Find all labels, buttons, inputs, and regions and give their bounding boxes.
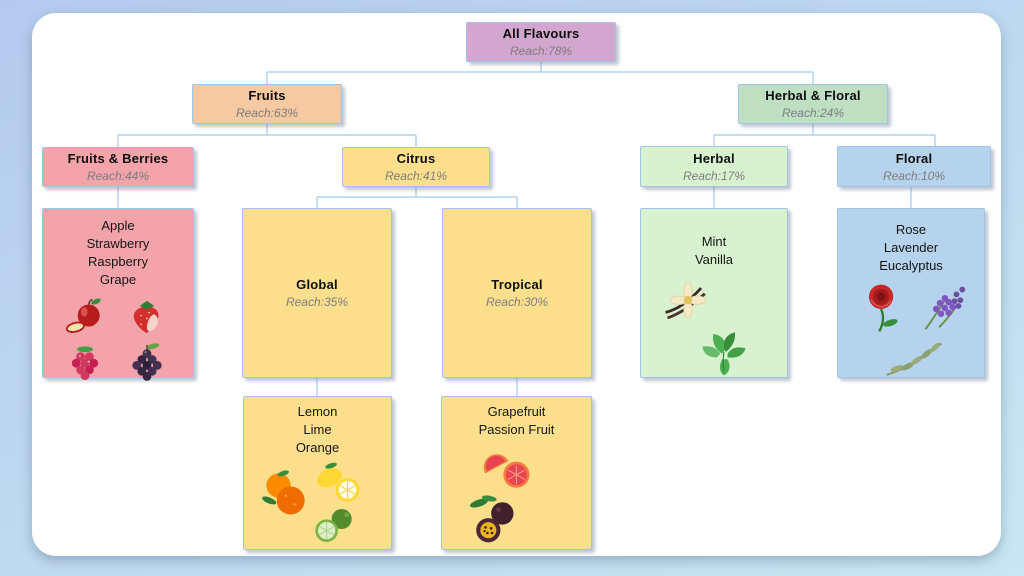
tropical-icon-cluster (442, 443, 591, 549)
node-fruits-berries: Fruits & Berries Reach:44% (42, 147, 194, 187)
orange-icon (262, 470, 305, 515)
rose-icon (868, 284, 898, 332)
node-global-title: Global (296, 277, 338, 292)
node-citrus: Citrus Reach:41% (342, 147, 490, 187)
node-floral: Floral Reach:10% (837, 146, 991, 187)
node-tropical: Tropical Reach:30% (442, 208, 592, 378)
leaf-item: Lemon (297, 404, 338, 419)
node-fruits-berries-reach: Reach:44% (86, 169, 150, 183)
node-herbal-floral-title: Herbal & Floral (765, 88, 861, 103)
leaf-herbal: Mint Vanilla (640, 208, 788, 378)
raspberry-icon (71, 346, 99, 381)
strawberry-icon (133, 300, 159, 334)
leaf-item: Strawberry (86, 236, 150, 251)
grapefruit-icon (483, 454, 530, 488)
node-citrus-title: Citrus (396, 151, 436, 166)
floral-icon-cluster (838, 279, 984, 377)
leaf-tropical-items: Grapefruit Passion Fruit (479, 403, 555, 439)
herbal-icon-cluster (641, 275, 787, 377)
lime-icon (315, 509, 352, 542)
node-citrus-reach: Reach:41% (384, 169, 448, 183)
node-floral-reach: Reach:10% (882, 168, 946, 183)
lemon-icon (316, 462, 360, 502)
leaf-item: Rose (895, 222, 927, 237)
leaf-item: Raspberry (88, 254, 148, 269)
leaf-item: Grape (99, 272, 137, 287)
node-fruits: Fruits Reach:63% (192, 84, 342, 124)
leaf-floral-items: Rose Lavender Eucalyptus (879, 221, 943, 275)
node-fruits-reach: Reach:63% (235, 106, 299, 120)
global-icon-cluster (244, 459, 391, 547)
leaf-item: Apple (101, 218, 135, 233)
node-tropical-reach: Reach:30% (485, 295, 549, 309)
vanilla-icon (665, 282, 707, 320)
leaf-item: Lavender (883, 240, 939, 255)
node-all-flavours-reach: Reach:78% (509, 44, 573, 58)
leaf-global-items: Lemon Lime Orange (296, 403, 339, 457)
node-herbal-floral: Herbal & Floral Reach:24% (738, 84, 888, 124)
leaf-item: Vanilla (694, 252, 734, 267)
node-floral-title: Floral (895, 150, 933, 166)
berries-icon-grid (61, 295, 175, 383)
node-herbal-title: Herbal (693, 150, 735, 166)
node-tropical-title: Tropical (491, 277, 543, 292)
eucalyptus-icon (886, 342, 942, 376)
leaf-item: Lime (303, 422, 332, 437)
node-fruits-berries-title: Fruits & Berries (67, 151, 169, 166)
leaf-floral: Rose Lavender Eucalyptus (837, 208, 985, 378)
passion-fruit-icon (470, 495, 514, 543)
node-global-reach: Reach:35% (285, 295, 349, 309)
leaf-item: Passion Fruit (478, 422, 555, 437)
leaf-item: Eucalyptus (879, 258, 943, 273)
grape-icon (132, 343, 162, 381)
apple-icon (65, 298, 101, 333)
leaf-fruits-berries: Apple Strawberry Raspberry Grape (42, 208, 194, 381)
node-global: Global Reach:35% (242, 208, 392, 378)
leaf-herbal-items: Mint Vanilla (695, 233, 733, 269)
node-all-flavours-title: All Flavours (502, 26, 580, 41)
leaf-item: Grapefruit (487, 404, 546, 419)
node-all-flavours: All Flavours Reach:78% (466, 22, 616, 62)
leaf-global-citrus: Lemon Lime Orange (243, 396, 392, 550)
mint-icon (702, 332, 746, 376)
lavender-icon (924, 286, 966, 330)
leaf-item: Orange (295, 440, 340, 455)
leaf-item: Mint (701, 234, 727, 249)
node-fruits-title: Fruits (248, 88, 286, 103)
node-herbal: Herbal Reach:17% (640, 146, 788, 187)
leaf-tropical-citrus: Grapefruit Passion Fruit (441, 396, 592, 550)
node-herbal-floral-reach: Reach:24% (781, 106, 845, 120)
node-herbal-reach: Reach:17% (682, 168, 746, 183)
leaf-fruits-berries-items: Apple Strawberry Raspberry Grape (87, 217, 150, 289)
